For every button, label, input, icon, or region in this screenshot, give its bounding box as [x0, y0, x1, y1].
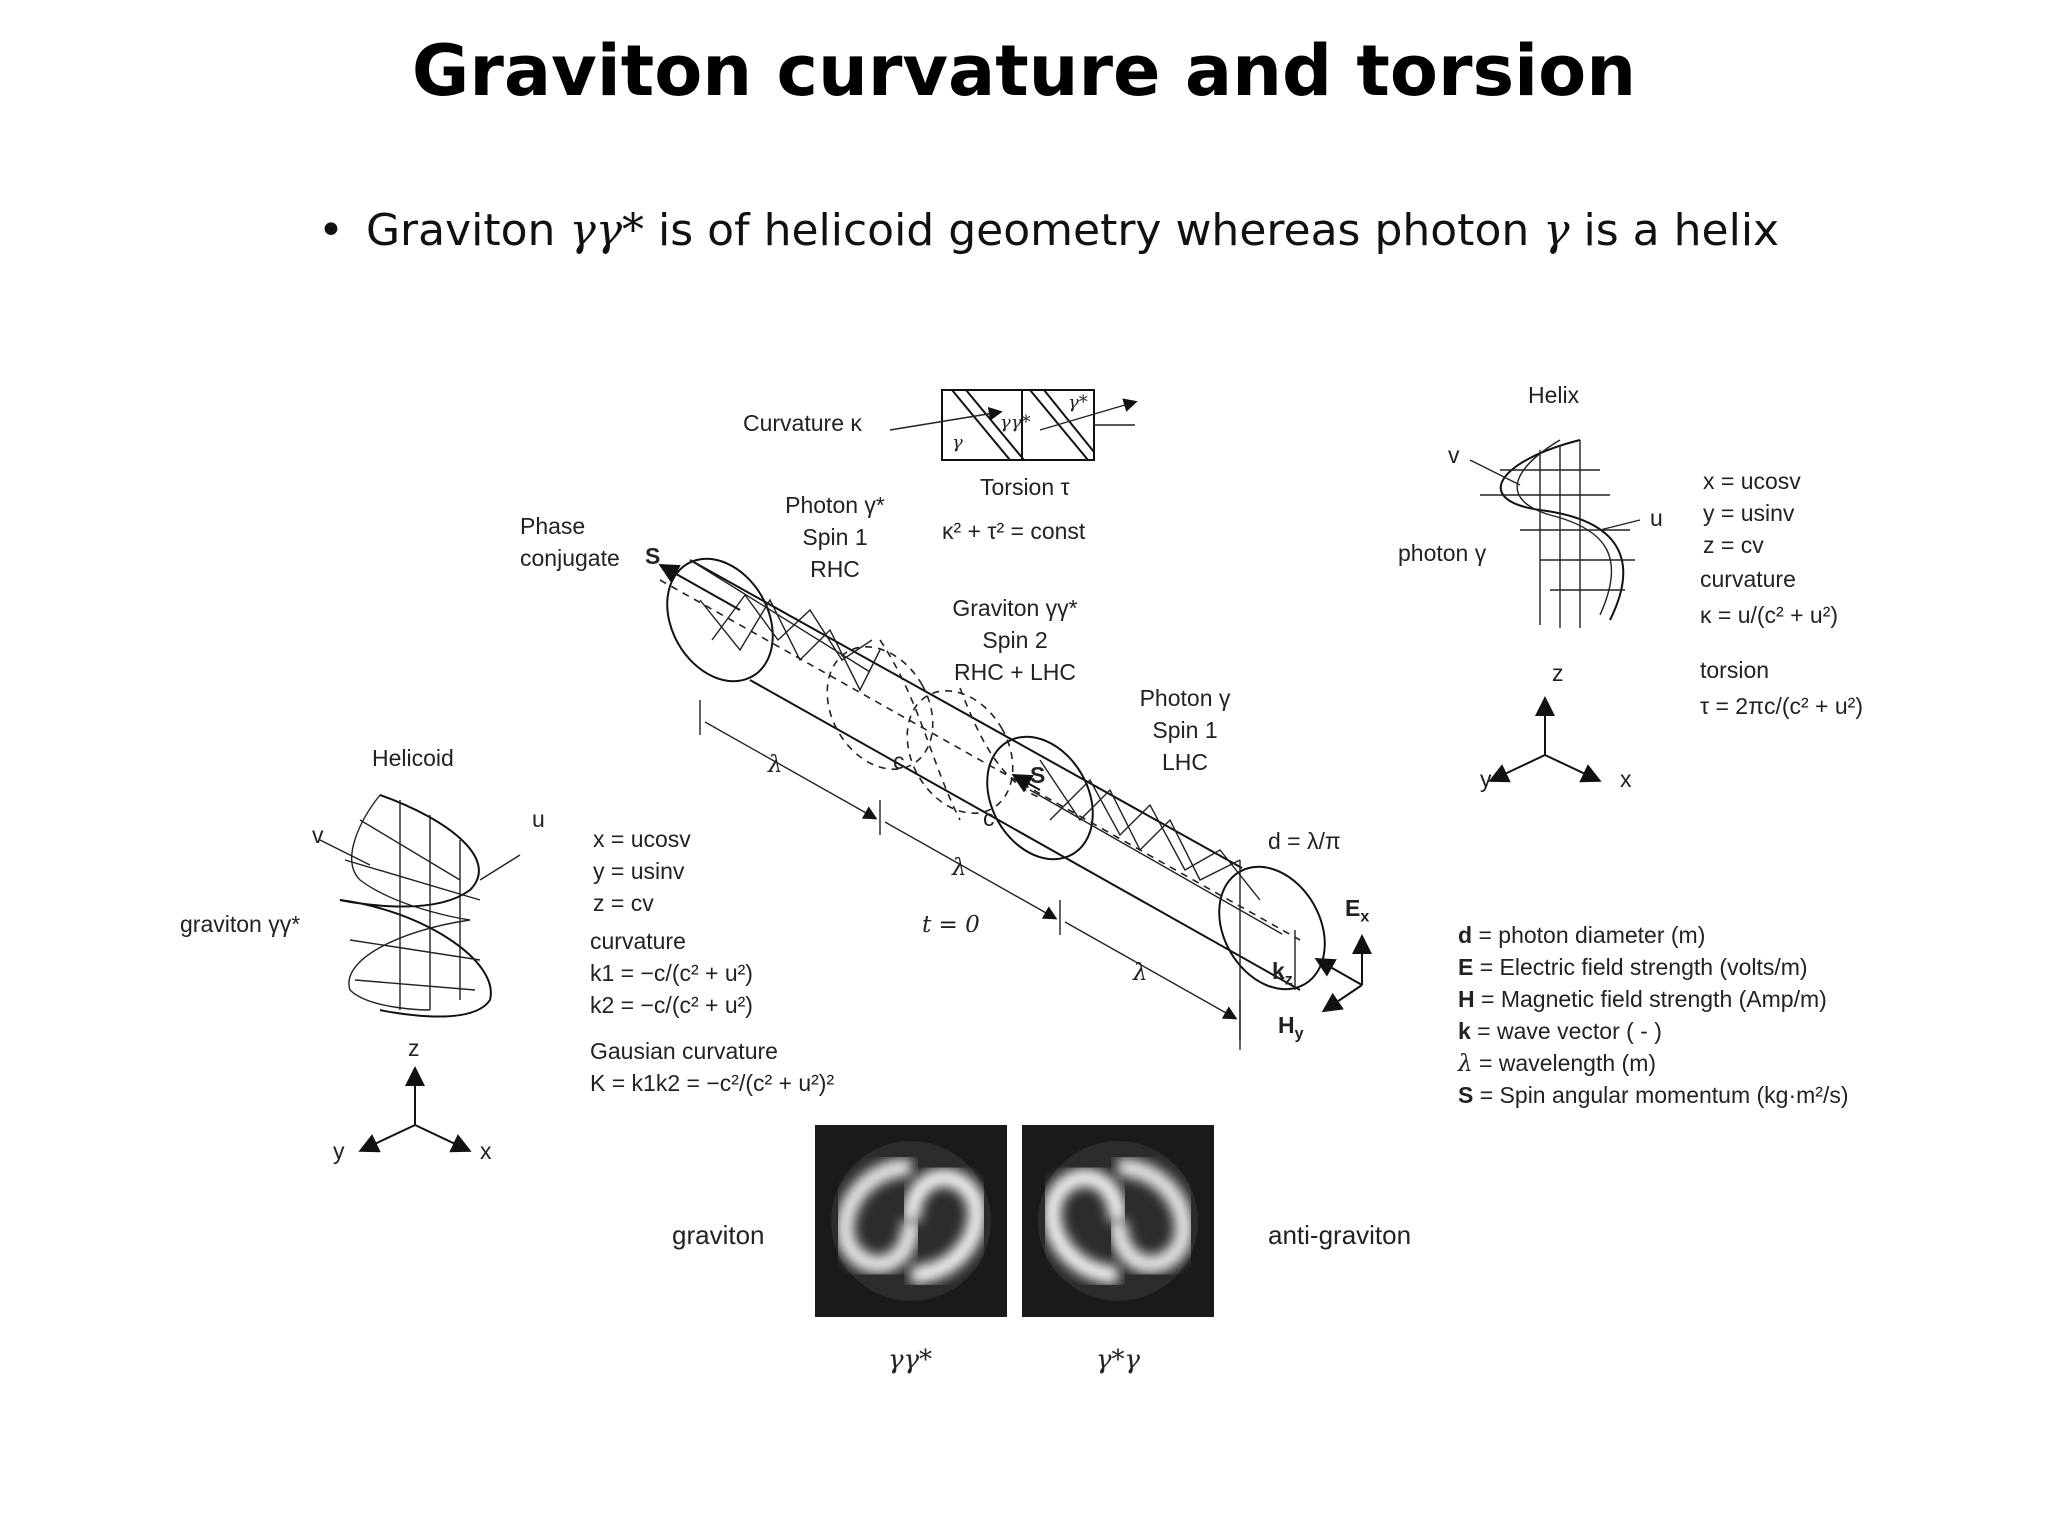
helix-curvature-label: curvature [1700, 566, 1796, 592]
ex-letter: E [1345, 895, 1361, 921]
photon-line2: Spin 1 [1152, 717, 1218, 743]
kz-letter: k [1272, 958, 1285, 984]
speed-label-1: c [893, 748, 905, 774]
helicoid-gauss-eq: K = k1k2 = −c²/(c² + u²)² [590, 1070, 835, 1096]
helicoid-gauss-label: Gausian curvature [590, 1038, 778, 1064]
ex-subscript: x [1360, 908, 1370, 926]
magnetic-field-axis-label: Hy [1278, 1012, 1304, 1044]
helicoid-v-label: v [312, 822, 324, 848]
helicoid-title: Helicoid [372, 745, 454, 771]
bullet-symbol-graviton: γγ* [569, 205, 645, 256]
wave-vector-axis-label: kz [1272, 958, 1293, 990]
torsion-label: Torsion τ [980, 474, 1070, 500]
electric-field-axis-label: Ex [1345, 895, 1369, 927]
legend-row: k = wave vector ( - ) [1458, 1018, 1662, 1044]
helicoid-axis-y: y [333, 1138, 345, 1164]
graviton-image-label: graviton [672, 1220, 765, 1250]
helicoid-axis-z: z [408, 1035, 420, 1061]
bullet-dot: • [318, 205, 344, 256]
helix-v-label: v [1448, 442, 1460, 468]
helix-curvature-eq: κ = u/(c² + u²) [1700, 602, 1839, 628]
graviton-caption: γγ* [887, 1345, 933, 1375]
helix-eq-y: y = usinv [1703, 500, 1795, 526]
cell-right-label: γ* [1068, 392, 1088, 413]
hy-letter: H [1278, 1012, 1295, 1038]
helicoid-eq-z: z = cv [593, 890, 654, 916]
curvature-label: Curvature κ [743, 410, 862, 436]
helicoid-eq-x: x = ucosv [593, 826, 691, 852]
cell-left-label: γ [952, 432, 963, 453]
helicoid-curvature-label: curvature [590, 928, 686, 954]
helix-torsion-eq: τ = 2πc/(c² + u²) [1700, 693, 1863, 719]
slide-title: Graviton curvature and torsion [411, 30, 1637, 112]
bullet-suffix: is a helix [1583, 205, 1780, 256]
helix-figure [1469, 439, 1641, 783]
anti-graviton-image-label: anti-graviton [1268, 1220, 1412, 1250]
graviton-image [815, 1125, 1007, 1317]
spin-label-mid: S [1030, 762, 1046, 788]
helix-eq-z: z = cv [1703, 532, 1764, 558]
bullet-symbol-photon: γ [1543, 205, 1570, 256]
helix-axis-x: x [1620, 766, 1632, 792]
bullet-prefix: Graviton [365, 205, 556, 256]
graviton-line2: Spin 2 [982, 627, 1048, 653]
helix-torsion-label: torsion [1700, 657, 1770, 683]
bullet-middle: is of helicoid geometry whereas photon [658, 205, 1530, 256]
helix-u-label: u [1650, 505, 1663, 531]
photon-line1: Photon γ [1139, 685, 1231, 711]
kz-subscript: z [1284, 971, 1293, 989]
photon-line3: LHC [1161, 749, 1208, 775]
helicoid-figure [319, 794, 521, 1153]
torsion-relation: κ² + τ² = const [942, 518, 1086, 544]
helix-axis-z: z [1552, 660, 1564, 686]
helicoid-graviton-label: graviton γγ* [180, 911, 301, 937]
graviton-line1: Graviton γγ* [952, 595, 1078, 621]
wavelength-label-3: λ [1133, 960, 1148, 986]
helix-axis-y: y [1480, 766, 1492, 792]
legend-row: E = Electric field strength (volts/m) [1458, 954, 1808, 980]
helix-title: Helix [1528, 382, 1580, 408]
legend-row: d = photon diameter (m) [1458, 922, 1706, 948]
photon-star-line3: RHC [810, 556, 860, 582]
helix-eq-x: x = ucosv [1703, 468, 1801, 494]
photon-star-line1: Photon γ* [785, 492, 885, 518]
legend-row: H = Magnetic field strength (Amp/m) [1458, 986, 1827, 1012]
graviton-line3: RHC + LHC [953, 659, 1077, 685]
anti-graviton-image [1022, 1125, 1214, 1317]
helicoid-axis-x: x [480, 1138, 492, 1164]
helicoid-k2: k2 = −c/(c² + u²) [590, 992, 753, 1018]
photon-tube [658, 557, 1326, 1050]
helix-photon-label: photon γ [1398, 540, 1487, 566]
field-axes [1314, 934, 1372, 1013]
time-zero-label: t = 0 [922, 912, 980, 938]
speed-label-2: c [983, 805, 995, 831]
photon-star-line2: Spin 1 [802, 524, 868, 550]
helicoid-k1: k1 = −c/(c² + u²) [590, 960, 753, 986]
wavelength-label-1: λ [768, 752, 783, 778]
spin-label-left: S [645, 543, 661, 569]
cell-mid-label: γγ* [1000, 412, 1031, 433]
curvature-torsion-box [889, 389, 1138, 461]
phase-conjugate-line1: Phase [520, 513, 586, 539]
legend-row: λ = wavelength (m) [1458, 1050, 1657, 1077]
anti-graviton-caption: γ*γ [1095, 1345, 1141, 1375]
wavelength-label-2: λ [952, 855, 967, 881]
bullet-point: • Graviton γγ* is of helicoid geometry wh… [318, 205, 1779, 256]
helicoid-eq-y: y = usinv [593, 858, 685, 884]
phase-conjugate-line2: conjugate [520, 545, 620, 571]
helicoid-u-label: u [532, 806, 545, 832]
diameter-label: d = λ/π [1268, 828, 1341, 854]
legend-row: S = Spin angular momentum (kg·m²/s) [1458, 1082, 1849, 1108]
hy-subscript: y [1294, 1025, 1304, 1043]
